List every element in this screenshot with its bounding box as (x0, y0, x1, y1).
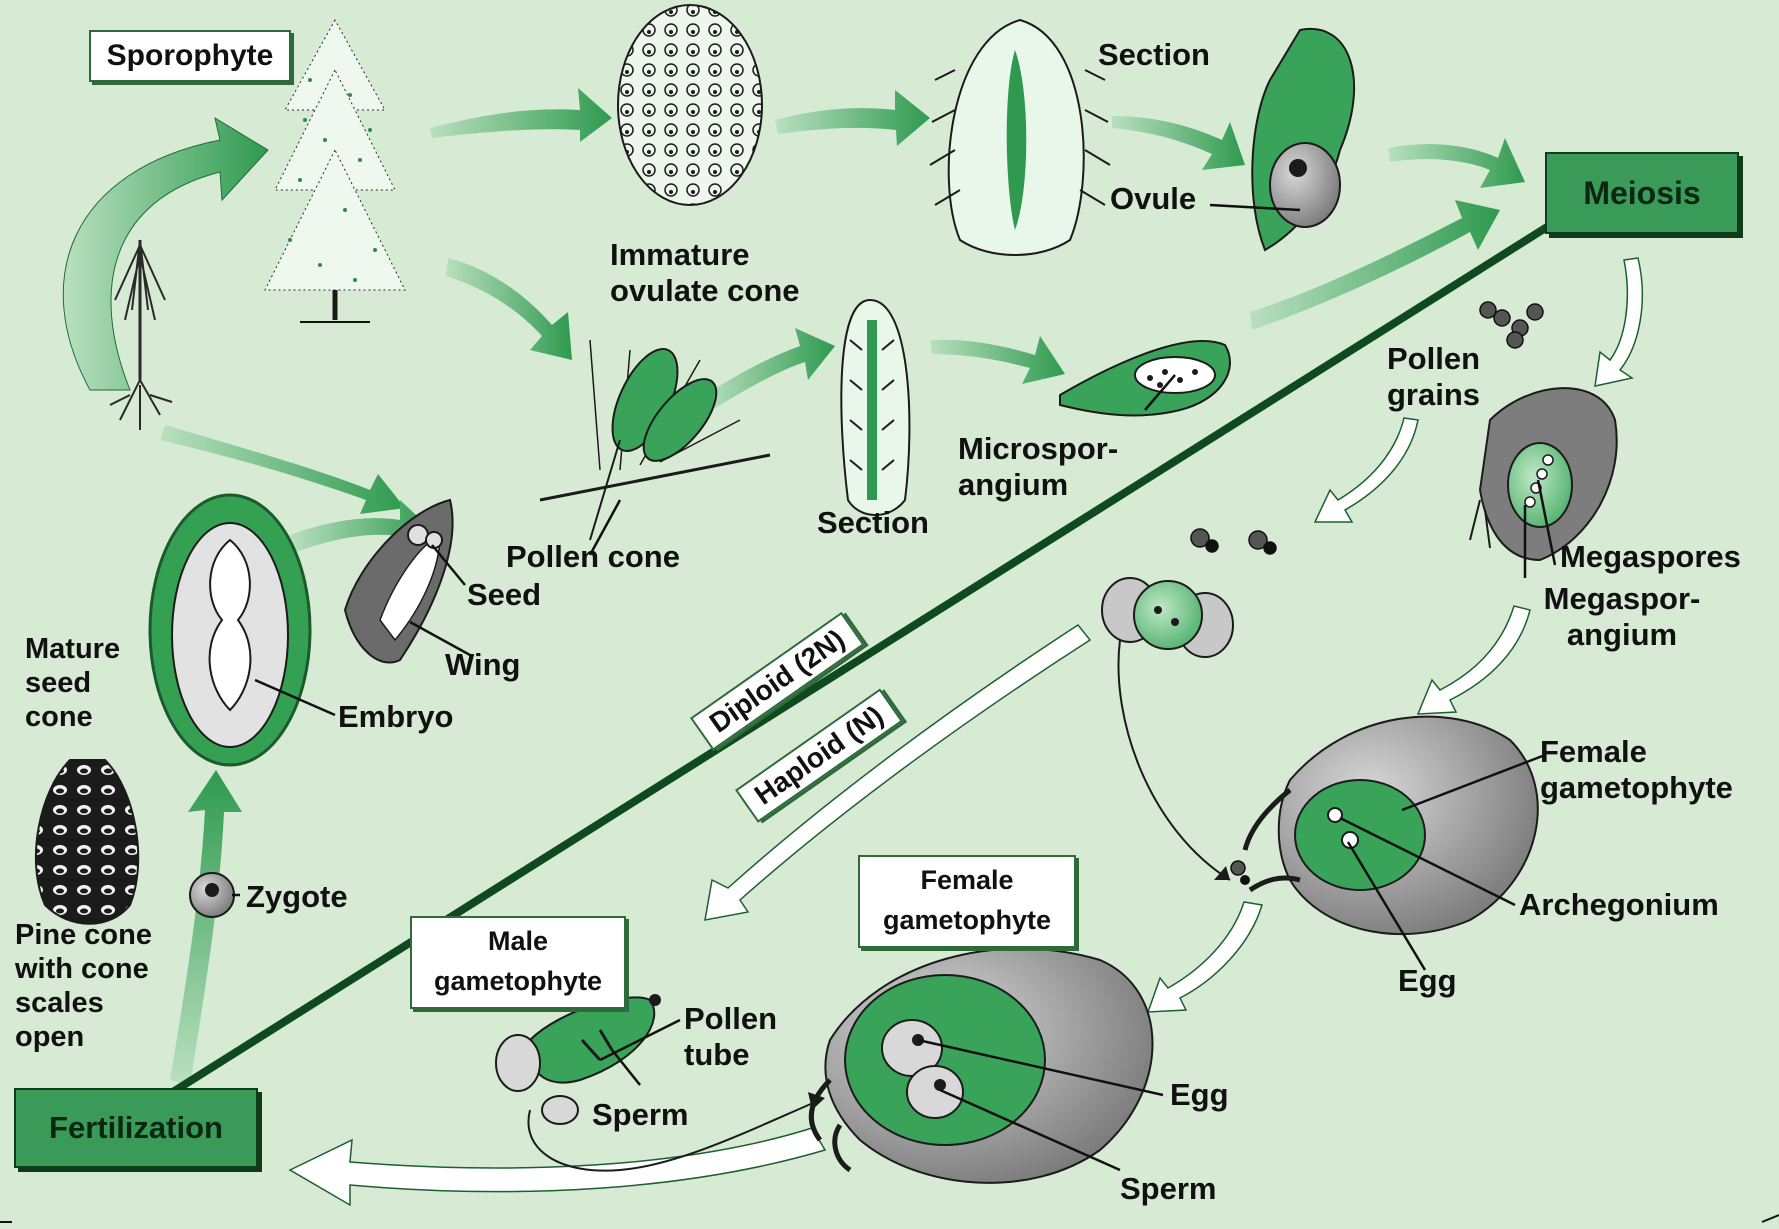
sperm-left-label: Sperm (592, 1098, 688, 1132)
arrow-meiosis-to-megasporangium (1595, 258, 1642, 386)
zygote (190, 873, 234, 917)
immature-ovulate-cone (618, 5, 762, 205)
immature-cone-label-2: ovulate cone (610, 274, 800, 308)
ovule-label: Ovule (1110, 182, 1196, 216)
section-top-label: Section (1098, 38, 1210, 72)
pine-cone-label-3: scales (15, 986, 104, 1020)
pollen-grains-label-1: Pollen (1387, 342, 1480, 376)
pine-cone-open (36, 760, 138, 924)
arrow-female-to-fertilization (1148, 902, 1262, 1012)
male-gametophyte-label-2: gametophyte (412, 961, 624, 1001)
megasporangium (1470, 388, 1617, 560)
pollen-grain-winged (1102, 578, 1250, 885)
meiosis-box: Meiosis (1545, 152, 1739, 234)
pollen-cone-section (841, 300, 909, 515)
archegonium-label: Archegonium (1519, 888, 1719, 922)
seed-label: Seed (467, 578, 541, 612)
arrow-cone-to-section (775, 90, 930, 146)
ovule-scale (1252, 29, 1354, 250)
megaspores-label: Megaspores (1560, 540, 1741, 574)
arrow-section-to-ovule (1112, 116, 1245, 170)
female-gametophyte-box: Female gametophyte (858, 855, 1076, 948)
female-gametophyte-right-label-2: gametophyte (1540, 771, 1733, 805)
egg-bottom-label: Egg (1170, 1078, 1229, 1112)
meiosis-label: Meiosis (1583, 175, 1700, 211)
male-gametophyte-box: Male gametophyte (410, 916, 626, 1009)
mature-seed-cone-label-1: Mature (25, 632, 120, 666)
pine-cone-label-2: with cone (15, 952, 149, 986)
sporophyte-label: Sporophyte (107, 39, 274, 72)
embryo-label: Embryo (338, 700, 453, 734)
fertilization-label: Fertilization (49, 1110, 223, 1145)
sporophyte-box: Sporophyte (89, 30, 291, 82)
zygote-label: Zygote (246, 880, 348, 914)
seedling (110, 240, 172, 430)
fertilization-box: Fertilization (14, 1088, 258, 1168)
female-gametophyte-right-label-1: Female (1540, 735, 1647, 769)
megasporangium-label-1: Megaspor- (1512, 582, 1732, 616)
megasporangium-label-2: angium (1512, 618, 1732, 652)
edge-tick-right (1762, 1215, 1779, 1222)
mature-seed-cone (150, 495, 310, 765)
arrow-ovule-to-meiosis (1388, 138, 1525, 188)
female-gametophyte-box-label-1: Female (860, 860, 1074, 900)
pollen-cone-branch (540, 340, 770, 540)
pine-cone-label-4: open (15, 1020, 84, 1054)
section-mid-label: Section (817, 506, 929, 540)
arrow-section-to-microsporangium (930, 336, 1065, 384)
arrow-seedling-to-seed (160, 425, 405, 514)
pollen-grains-label-2: grains (1387, 378, 1480, 412)
sperm-bottom-label: Sperm (1120, 1172, 1216, 1206)
mature-seed-cone-label-2: seed (25, 666, 91, 700)
arrow-gametophyte-to-fertilization (290, 1128, 825, 1205)
microsporangium (1060, 341, 1230, 415)
wing-label: Wing (445, 648, 520, 682)
arrow-zygote-up (170, 770, 242, 1085)
arrow-tree-to-cone (430, 88, 612, 142)
arrow-seedling-to-sporophyte (63, 118, 268, 390)
arrow-meiosis-to-pollen (1315, 418, 1418, 522)
immature-cone-label-1: Immature (610, 238, 750, 272)
pollen-cone-label: Pollen cone (506, 540, 680, 574)
egg-right-label: Egg (1398, 964, 1457, 998)
female-gametophyte-ovule (811, 949, 1152, 1183)
ovulate-cone-section (930, 20, 1110, 255)
pine-cone-label-1: Pine cone (15, 918, 152, 952)
pollen-tube-label-2: tube (684, 1038, 749, 1072)
pollen-tube-label-1: Pollen (684, 1002, 777, 1036)
ovule-with-female-gametophyte (1245, 717, 1538, 934)
microsporangium-label-1: Microspor- (958, 432, 1118, 466)
mature-seed-cone-label-3: cone (25, 700, 93, 734)
microsporangium-label-2: angium (958, 468, 1068, 502)
arrow-tree-to-pollen-cone (446, 258, 572, 360)
female-gametophyte-box-label-2: gametophyte (860, 900, 1074, 940)
arrow-pollen-cone-to-section (705, 328, 835, 408)
male-gametophyte-label-1: Male (412, 921, 624, 961)
